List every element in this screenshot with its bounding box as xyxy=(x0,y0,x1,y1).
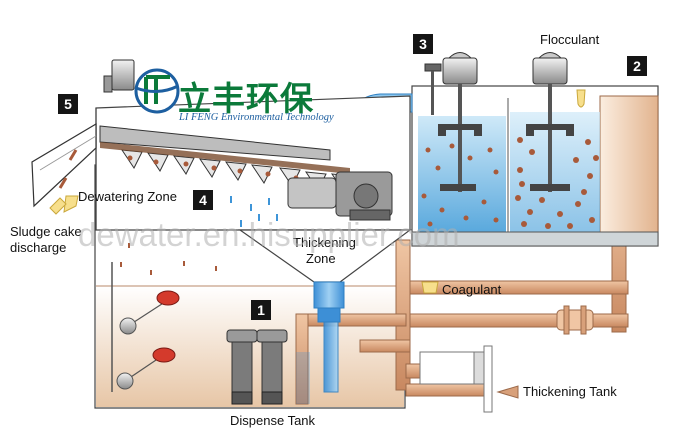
float-switch-upper xyxy=(111,262,180,392)
gear-box xyxy=(287,171,393,221)
mixer-motor-1 xyxy=(438,52,482,192)
logo-emblem xyxy=(134,68,180,114)
marker-1: 1 xyxy=(251,300,271,320)
dewatering-unit xyxy=(31,59,411,231)
thickening-zone-label-line2: Zone xyxy=(306,251,336,266)
thickening-tank-arrow-icon xyxy=(496,385,519,399)
sludge-discharge-arrow xyxy=(63,195,79,213)
valve xyxy=(556,305,594,335)
dispense-tank-label: Dispense Tank xyxy=(230,413,316,428)
thickening-tank-inlet xyxy=(419,345,493,413)
flocculant-label: Flocculant xyxy=(540,32,600,47)
sludge-discharge-chute xyxy=(31,122,97,208)
dewatering-zone-label: Dewatering Zone xyxy=(78,189,177,204)
flocculant-drop-icon xyxy=(576,89,586,108)
thickening-zone-label-line1: Thickening xyxy=(293,235,356,250)
mixer-motor-2 xyxy=(526,52,574,192)
coagulant-drop-icon xyxy=(421,281,439,294)
marker-2: 2 xyxy=(627,56,647,76)
coagulant-label: Coagulant xyxy=(442,282,502,297)
dewatering-arrow-icon xyxy=(49,197,67,215)
drive-motor xyxy=(103,59,135,93)
sludge-cake-label-line1: Sludge cake xyxy=(10,224,82,239)
watermark-text: dewater.en.hisupplier.com xyxy=(78,216,460,253)
marker-5: 5 xyxy=(58,94,78,114)
submersible-pumps xyxy=(226,329,288,405)
thickening-tank-label: Thickening Tank xyxy=(523,384,617,399)
hopper xyxy=(238,229,412,404)
filtrate-drops xyxy=(230,196,278,227)
sludge-cake-label-line2: discharge xyxy=(10,240,67,255)
marker-3: 3 xyxy=(413,34,433,54)
company-name-en: LI FENG Environmental Technology xyxy=(179,112,334,123)
float-switch-lower xyxy=(116,347,176,390)
mixing-tank xyxy=(411,52,659,247)
marker-4: 4 xyxy=(193,190,213,210)
company-name-cn: 立丰环保 xyxy=(178,79,314,118)
flocs xyxy=(421,137,599,229)
